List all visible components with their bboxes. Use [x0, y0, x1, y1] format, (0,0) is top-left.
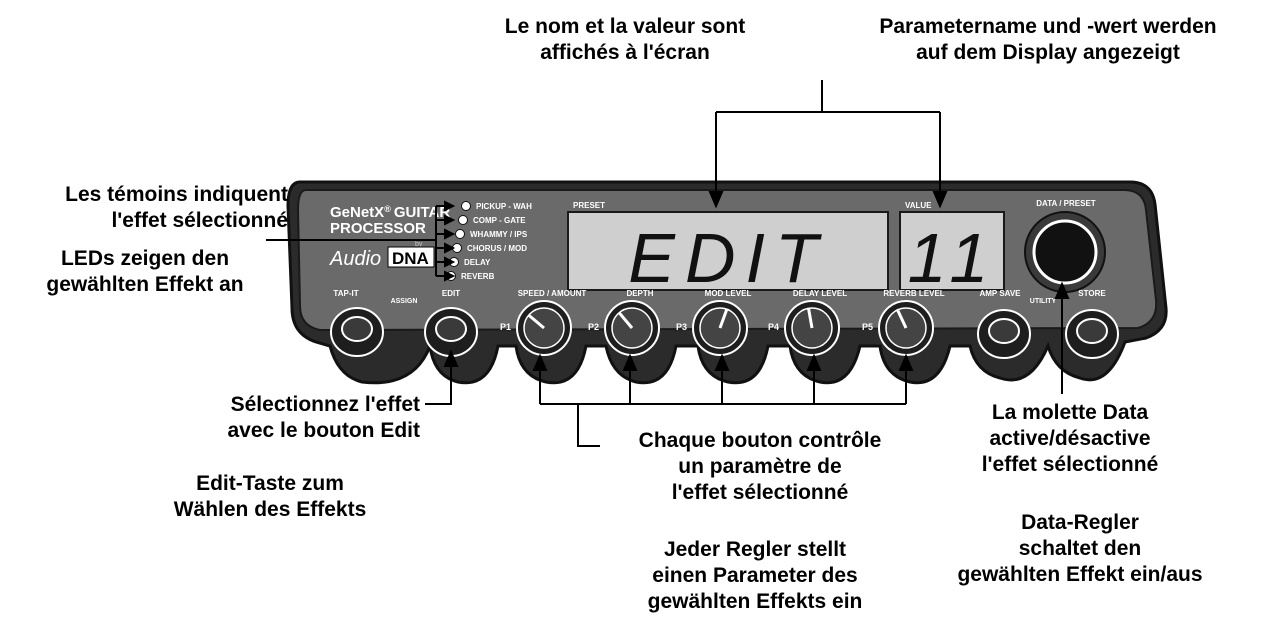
- knob-param-label: P4: [768, 322, 779, 332]
- amp-save-label: AMP SAVE: [979, 289, 1021, 298]
- knob-param-label: P1: [500, 322, 511, 332]
- knob-label: MOD LEVEL: [705, 289, 752, 298]
- edit-button[interactable]: [424, 307, 478, 357]
- value-display: [899, 211, 1005, 291]
- knob-pointer: [718, 308, 729, 329]
- edit-callout-de: Edit-Taste zum Wählen des Effekts: [173, 472, 367, 521]
- brand-subtitle: PROCESSOR: [330, 220, 426, 237]
- data-preset-label: DATA / PRESET: [1036, 199, 1096, 208]
- preset-label: PRESET: [573, 201, 605, 210]
- knob-param-label: P5: [862, 322, 873, 332]
- effect-led-label: WHAMMY / IPS: [470, 230, 528, 239]
- knob-pointer: [617, 311, 634, 329]
- data-callout-fr: La molette Data active/désactive l'effet…: [981, 401, 1159, 476]
- knobs-callout-fr: Chaque bouton contrôle un paramètre de l…: [638, 429, 882, 504]
- led-callout-arrows: [444, 200, 456, 282]
- tap-it-label: TAP-IT: [333, 289, 358, 298]
- utility-label: UTILITY: [1030, 298, 1057, 305]
- logo-by: by: [415, 241, 423, 248]
- effect-led: [455, 229, 465, 239]
- knob-label: DELAY LEVEL: [793, 289, 847, 298]
- display-callout-line: [715, 80, 941, 200]
- amp-save-button[interactable]: [977, 309, 1031, 359]
- display-callout-arrows: [708, 191, 948, 209]
- knob-pointer: [527, 313, 545, 330]
- knobs-callout-arrows: [532, 353, 914, 371]
- effect-led-label: DELAY: [464, 258, 491, 267]
- effect-led: [461, 201, 471, 211]
- edit-callout-arrow: [443, 349, 459, 367]
- effect-led-label: REVERB: [461, 272, 495, 281]
- knob-param-label: P2: [588, 322, 599, 332]
- knobs-callout-de: Jeder Regler stellt einen Parameter des …: [647, 538, 863, 613]
- knob-pointer: [807, 308, 814, 329]
- edit-label: EDIT: [442, 289, 460, 298]
- knob-label: REVERB LEVEL: [883, 289, 944, 298]
- leds-callout-fr: Les témoins indiquent l'effet sélectionn…: [65, 183, 288, 232]
- leds-callout-de: LEDs zeigen den gewählten Effekt an: [46, 247, 244, 296]
- knob-label: DEPTH: [626, 289, 653, 298]
- logo-script: Audio: [329, 248, 381, 270]
- assign-label: ASSIGN: [391, 298, 418, 305]
- effect-led-label: COMP - GATE: [473, 216, 526, 225]
- knobs-callout-line: [539, 362, 907, 447]
- store-button[interactable]: [1065, 309, 1119, 359]
- tap-it-button[interactable]: [330, 307, 384, 357]
- led-callout-line: [266, 205, 448, 277]
- logo-box-text: DNA: [392, 249, 429, 268]
- logo-box: [387, 246, 435, 268]
- preset-display-text: EDIT: [628, 219, 827, 297]
- preset-display: [567, 211, 889, 291]
- effect-led-list: PICKUP - WAH COMP - GATE WHAMMY / IPS CHORU…: [446, 201, 532, 281]
- data-wheel[interactable]: [1032, 219, 1098, 285]
- edit-callout-fr: Sélectionnez l'effet avec le bouton Edit: [227, 393, 420, 442]
- knob-label: SPEED / AMOUNT: [518, 289, 587, 298]
- knob-param-label: P3: [676, 322, 687, 332]
- display-callout-de: Parametername und -wert werden auf dem D…: [879, 15, 1217, 64]
- display-callout-fr: Le nom et la valeur sont affichés à l'éc…: [504, 15, 746, 64]
- data-callout-de: Data-Regler schaltet den gewählten Effek…: [957, 511, 1203, 586]
- knob-pointer: [896, 309, 908, 329]
- edit-callout-line: [425, 360, 452, 405]
- effect-led-label: PICKUP - WAH: [476, 202, 532, 211]
- effect-led: [458, 215, 468, 225]
- value-display-text: 11: [908, 219, 997, 297]
- store-label: STORE: [1078, 289, 1106, 298]
- value-label: VALUE: [905, 201, 932, 210]
- data-callout-arrow: [1054, 281, 1070, 299]
- callout-lines: [266, 80, 1070, 447]
- effect-led-label: CHORUS / MOD: [467, 244, 527, 253]
